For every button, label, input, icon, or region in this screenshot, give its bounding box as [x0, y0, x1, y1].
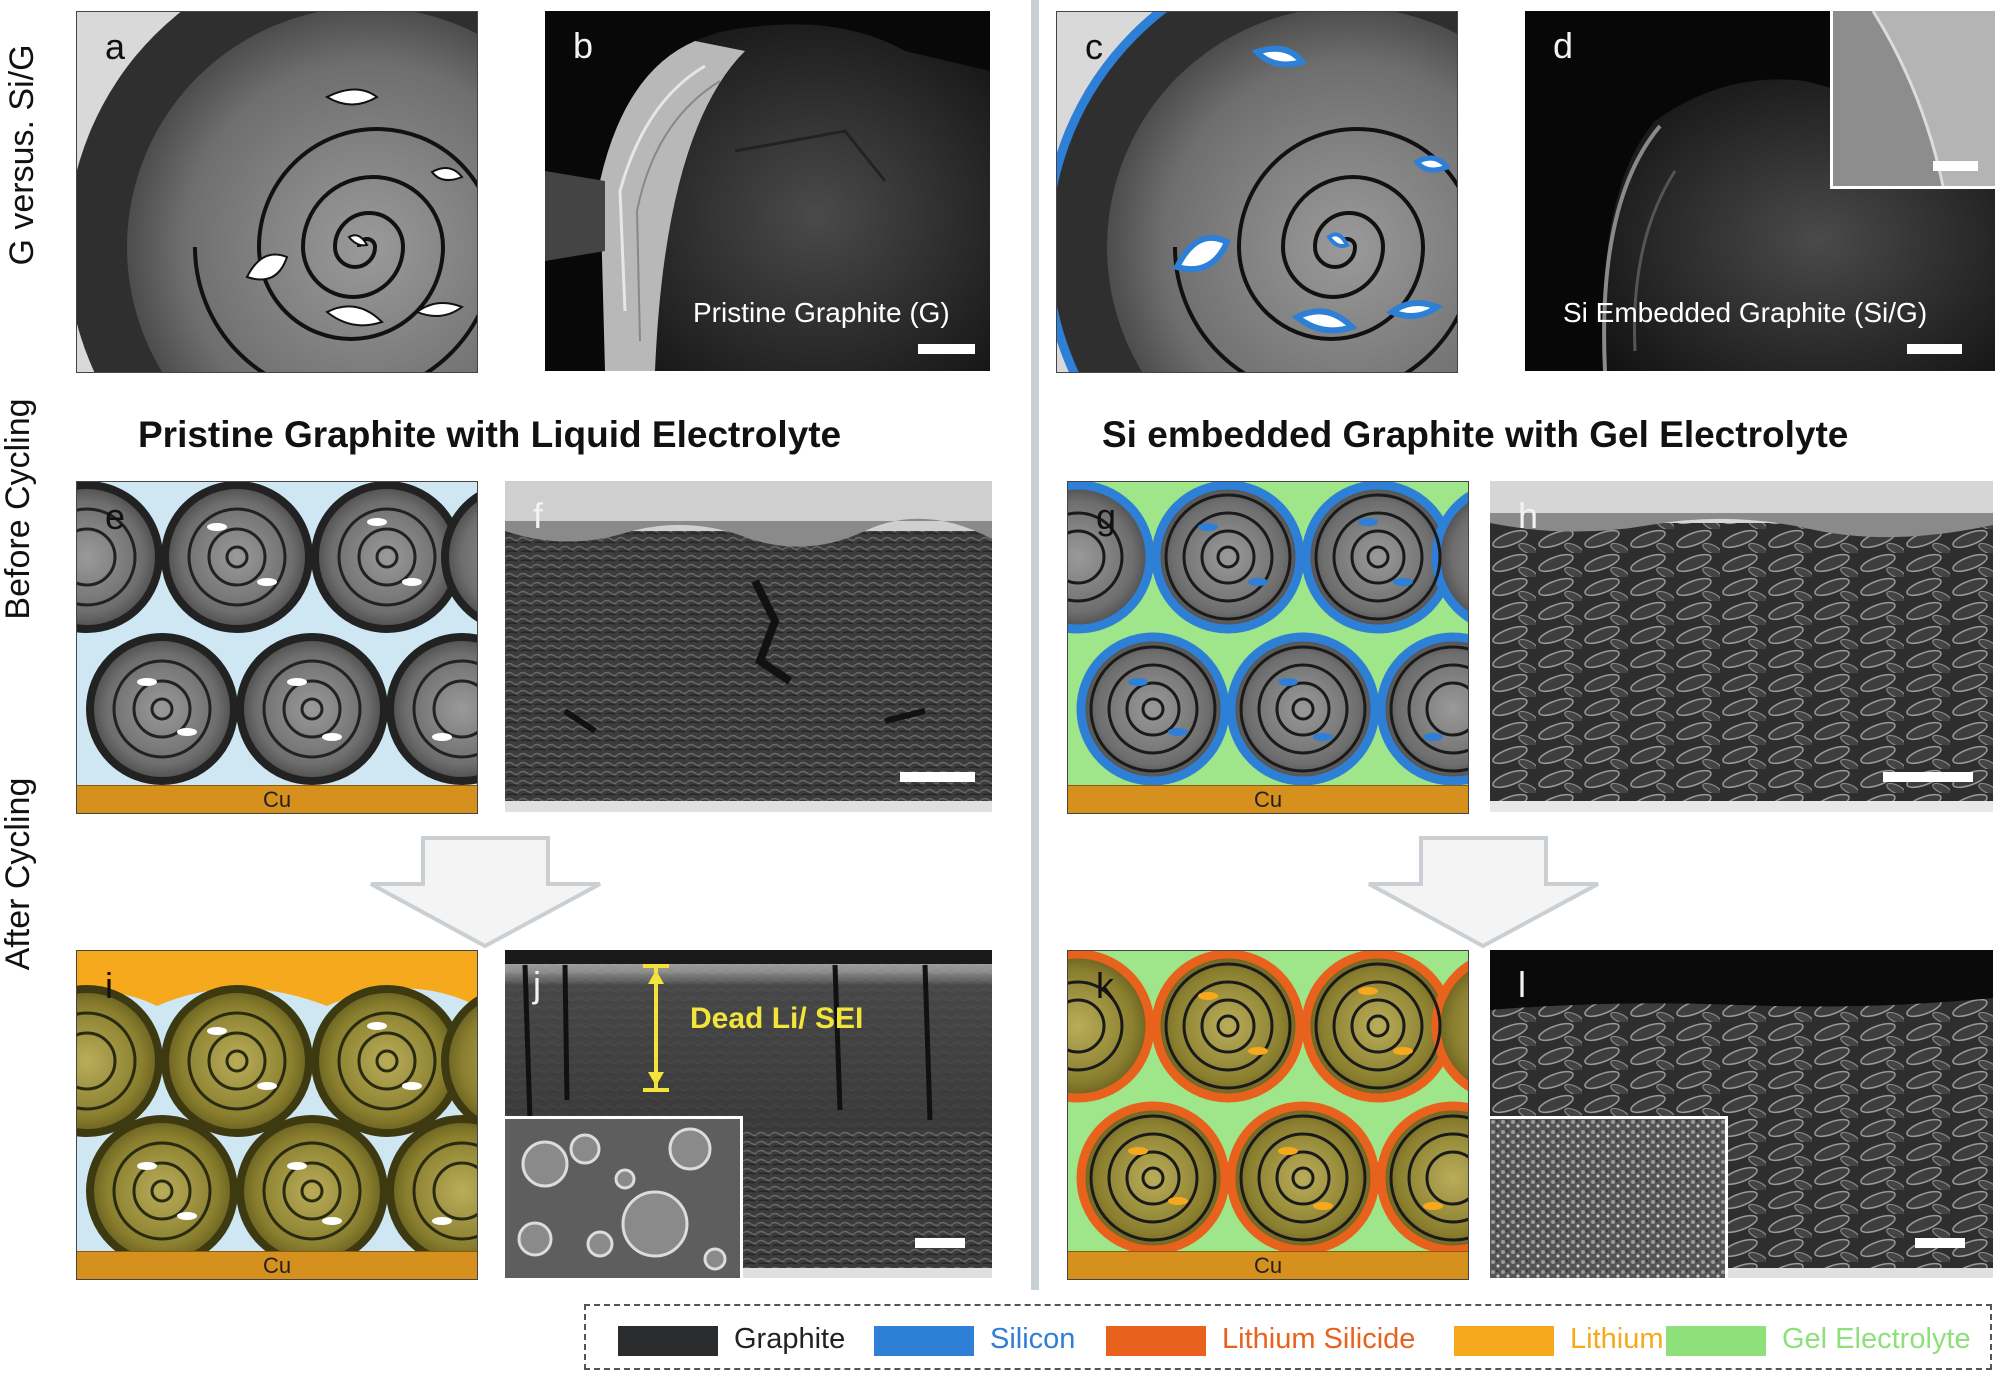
panel-l-sem-after-gel: l [1490, 950, 1993, 1278]
legend-label-lithium-silicide: Lithium Silicide [1222, 1323, 1416, 1355]
panel-b-sem-pristine: b Pristine Graphite (G) [545, 11, 990, 371]
arrow-down-right [1368, 836, 1599, 948]
inset-j-lithium-spheres [505, 1116, 743, 1278]
panel-d-sem-si-embedded: d Si Embedded Graphite (Si/G) [1525, 11, 1995, 371]
panel-h-sem-cross-section: h [1490, 481, 1993, 812]
row-label-before-cycling: Before Cycling [0, 398, 37, 620]
scale-bar-d-inset [1933, 161, 1978, 171]
dead-li-sei-arrow [643, 964, 669, 1092]
panel-a-graphite-spiral: a [76, 11, 478, 373]
center-divider [1031, 0, 1039, 1290]
panel-label-h: h [1518, 495, 1539, 536]
legend-swatch-lithium [1454, 1326, 1554, 1356]
panel-label-b: b [573, 25, 594, 66]
panel-label-c: c [1085, 26, 1103, 67]
legend-swatch-lithium-silicide [1106, 1326, 1206, 1356]
copper-substrate-g: Cu [1068, 785, 1468, 813]
panel-i-after-liquid: Cu i [76, 950, 478, 1280]
panel-c-si-graphite-spiral: c [1056, 11, 1458, 373]
panel-label-e: e [105, 496, 126, 537]
panel-e-before-liquid: Cu e [76, 481, 478, 814]
row-label-top: G versus. Si/G [3, 44, 41, 266]
legend: Graphite Silicon Lithium Silicide Lithiu… [584, 1304, 1992, 1370]
legend-swatch-graphite [618, 1326, 718, 1356]
scale-bar-f [900, 772, 975, 782]
row-label-after-cycling: After Cycling [0, 777, 37, 971]
scale-bar-d [1907, 344, 1962, 354]
heading-left: Pristine Graphite with Liquid Electrolyt… [138, 414, 842, 455]
panel-k-after-gel: Cu k [1067, 950, 1469, 1280]
copper-substrate-k: Cu [1068, 1251, 1468, 1279]
caption-dead-li-sei: Dead Li/ SEI [690, 1002, 864, 1035]
panel-j-sem-after-liquid: j Dead Li/ SEI [505, 950, 992, 1278]
panel-label-d: d [1553, 25, 1574, 66]
scale-bar-l [1915, 1238, 1965, 1248]
legend-label-silicon: Silicon [990, 1323, 1076, 1355]
panel-label-a: a [105, 26, 126, 67]
arrow-down-left [370, 836, 601, 948]
panel-label-k: k [1096, 965, 1114, 1006]
legend-label-graphite: Graphite [734, 1323, 846, 1355]
caption-si-embedded-graphite: Si Embedded Graphite (Si/G) [1563, 297, 1928, 328]
panel-label-j: j [533, 964, 541, 1005]
legend-swatch-gel-electrolyte [1666, 1326, 1766, 1356]
panel-label-i: i [105, 965, 113, 1006]
inset-d-surface [1830, 11, 1995, 189]
legend-label-gel-electrolyte: Gel Electrolyte [1782, 1323, 1971, 1355]
scale-bar-b [918, 344, 975, 354]
copper-substrate-e: Cu [77, 785, 477, 813]
panel-label-g: g [1096, 496, 1117, 537]
scale-bar-h [1883, 772, 1973, 782]
legend-swatch-silicon [874, 1326, 974, 1356]
panel-label-f: f [533, 495, 544, 536]
scale-bar-j [915, 1238, 965, 1248]
caption-pristine-graphite: Pristine Graphite (G) [693, 297, 950, 328]
panel-label-l: l [1518, 964, 1526, 1005]
heading-right: Si embedded Graphite with Gel Electrolyt… [1102, 414, 1849, 455]
inset-l-surface [1490, 1116, 1728, 1278]
panel-g-before-gel: Cu g [1067, 481, 1469, 814]
panel-f-sem-cross-section: f [505, 481, 992, 812]
legend-label-lithium: Lithium [1570, 1323, 1664, 1355]
copper-substrate-i: Cu [77, 1251, 477, 1279]
